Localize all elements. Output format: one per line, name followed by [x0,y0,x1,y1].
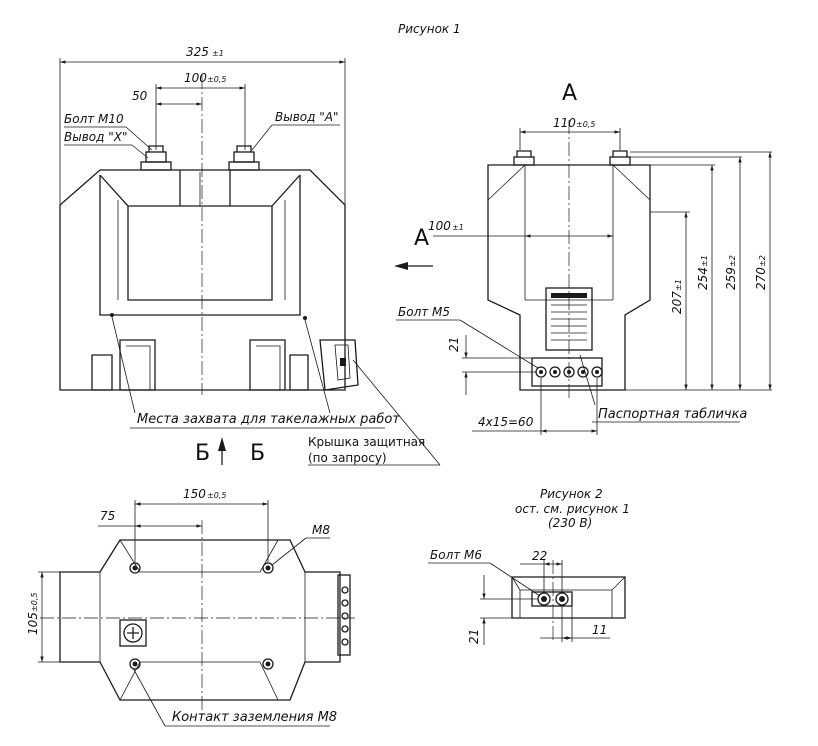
view-b-right: Б [250,441,265,466]
dim-325: 325 [186,45,209,59]
label-bolt-m6: Болт М6 [430,548,482,562]
front-view: 325 ±1 100 ±0,5 50 Болт М10 Вывод "Х" Вы… [59,45,359,395]
tolerance-label: ±1 [452,223,464,232]
view-a-title: А [562,81,577,106]
dim-21: 21 [447,337,461,352]
label-bolt-m5: Болт М5 [398,305,450,319]
tolerance-label: ±0,5 [207,75,226,84]
view-b-left: Б [195,441,210,466]
dim-270: 270 [754,267,768,290]
label-bolt-m10: Болт М10 [64,112,124,126]
tolerance-label: ±1 [700,255,709,267]
tolerance-label: ±2 [758,255,767,267]
dim-110: 110 [553,116,576,130]
figure2-subtitle-1: ост. см. рисунок 1 [515,502,630,516]
dim-254: 254 [696,267,710,290]
label-cover-1: Крышка защитная [308,435,425,449]
tolerance-label: ±0,5 [576,120,595,129]
side-view: 110 ±0,5 100 ±1 207 ±1 254 ±1 259 ±2 270 [396,116,772,435]
label-nameplate: Паспортная табличка [598,407,747,422]
tolerance-label: ±1 [212,49,224,58]
dim-105: 105 [26,612,40,635]
figure1-title: Рисунок 1 [398,22,461,36]
fig2-dim-21: 21 [467,629,481,644]
dim-259: 259 [724,267,738,290]
dim-4x15: 4х15=60 [478,415,534,429]
tolerance-label: ±0,5 [30,593,39,612]
dim-207: 207 [670,291,684,314]
tolerance-label: ±0,5 [207,491,226,500]
figure2-title: Рисунок 2 [540,487,603,501]
figure2-view: 22 Болт М6 21 11 [428,548,626,645]
section-a-label: А [414,226,429,251]
dim-100: 100 [184,71,207,85]
tolerance-label: ±2 [728,255,737,267]
bottom-view: 150 ±0,5 75 М8 105 ±0,5 Контакт заземлен… [26,487,355,727]
label-m8: М8 [312,523,330,537]
dim-100-side: 100 [428,219,451,233]
fig2-dim-22: 22 [532,549,547,563]
label-rigging: Места захвата для такелажных работ [137,412,400,427]
label-cover-2: (по запросу) [308,451,387,465]
label-terminal-a: Вывод "А" [275,110,338,124]
dim-50: 50 [132,89,148,103]
figure2-subtitle-2: (230 В) [548,516,592,530]
tolerance-label: ±1 [674,279,683,291]
label-terminal-x: Вывод "Х" [64,130,128,144]
fig2-dim-11: 11 [592,623,607,637]
dim-150: 150 [183,487,206,501]
dim-75: 75 [100,509,115,523]
label-ground: Контакт заземления М8 [172,710,337,725]
